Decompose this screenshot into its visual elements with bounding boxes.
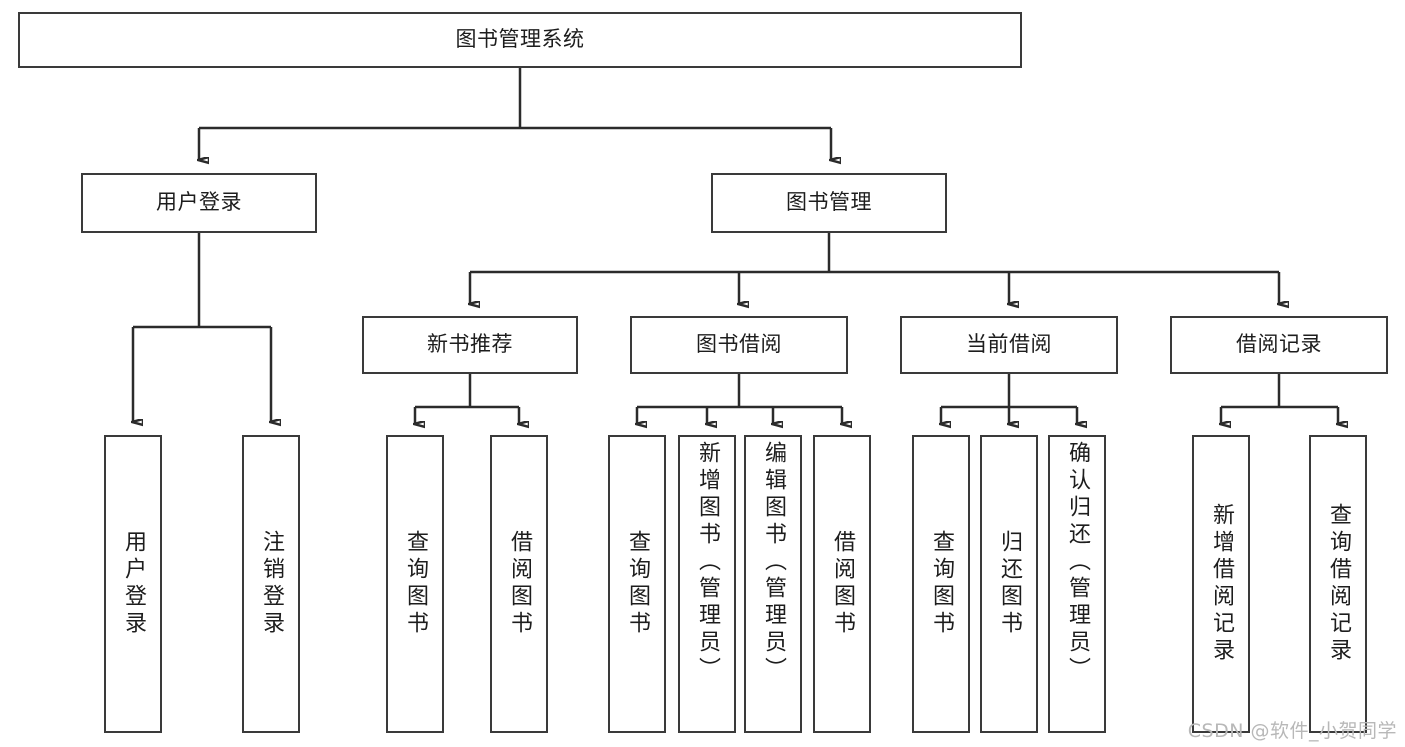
node-book-borrow[interactable]: 图书借阅 xyxy=(630,316,848,374)
leaf-edit-book-label: 编辑图书（管理员） xyxy=(761,441,786,684)
leaf-query-book-2-label: 查询图书 xyxy=(625,530,650,638)
node-book-manage[interactable]: 图书管理 xyxy=(711,173,947,233)
node-root[interactable]: 图书管理系统 xyxy=(18,12,1022,68)
leaf-add-record-label: 新增借阅记录 xyxy=(1209,503,1234,665)
leaf-borrow-book-2[interactable]: 借阅图书 xyxy=(813,435,871,733)
leaf-query-book-1[interactable]: 查询图书 xyxy=(386,435,444,733)
leaf-user-login-label: 用户登录 xyxy=(121,530,146,638)
edge-userlogin-to-leaves xyxy=(133,233,271,422)
node-current-borrow[interactable]: 当前借阅 xyxy=(900,316,1118,374)
node-current-borrow-label: 当前借阅 xyxy=(966,332,1052,357)
leaf-query-book-2[interactable]: 查询图书 xyxy=(608,435,666,733)
edge-root-to-level2 xyxy=(199,67,831,160)
node-borrow-record[interactable]: 借阅记录 xyxy=(1170,316,1388,374)
leaf-query-record-label: 查询借阅记录 xyxy=(1326,503,1351,665)
leaf-add-book[interactable]: 新增图书（管理员） xyxy=(678,435,736,733)
edge-bookmanage-to-level3 xyxy=(470,233,1279,304)
leaf-confirm-return-label: 确认归还（管理员） xyxy=(1065,441,1090,684)
node-root-label: 图书管理系统 xyxy=(455,27,585,52)
node-new-book-recommend-label: 新书推荐 xyxy=(427,332,513,357)
leaf-add-book-label: 新增图书（管理员） xyxy=(695,441,720,684)
leaf-logout-label: 注销登录 xyxy=(259,530,284,638)
edge-newbook-to-leaves xyxy=(415,374,519,424)
node-user-login-label: 用户登录 xyxy=(156,190,242,215)
leaf-add-record[interactable]: 新增借阅记录 xyxy=(1192,435,1250,733)
edge-currentborrow-to-leaves xyxy=(941,374,1077,424)
node-borrow-record-label: 借阅记录 xyxy=(1236,332,1322,357)
leaf-user-login[interactable]: 用户登录 xyxy=(104,435,162,733)
leaf-edit-book[interactable]: 编辑图书（管理员） xyxy=(744,435,802,733)
leaf-return-book[interactable]: 归还图书 xyxy=(980,435,1038,733)
leaf-logout[interactable]: 注销登录 xyxy=(242,435,300,733)
node-book-manage-label: 图书管理 xyxy=(786,190,872,215)
node-user-login[interactable]: 用户登录 xyxy=(81,173,317,233)
leaf-return-book-label: 归还图书 xyxy=(997,530,1022,638)
leaf-query-book-1-label: 查询图书 xyxy=(403,530,428,638)
leaf-query-book-3-label: 查询图书 xyxy=(929,530,954,638)
watermark-text: CSDN @软件_小贺同学 xyxy=(1187,720,1397,742)
leaf-query-book-3[interactable]: 查询图书 xyxy=(912,435,970,733)
node-book-borrow-label: 图书借阅 xyxy=(696,332,782,357)
leaf-confirm-return[interactable]: 确认归还（管理员） xyxy=(1048,435,1106,733)
node-new-book-recommend[interactable]: 新书推荐 xyxy=(362,316,578,374)
edge-bookborrow-to-leaves xyxy=(637,374,842,424)
leaf-borrow-book-2-label: 借阅图书 xyxy=(830,530,855,638)
leaf-borrow-book-1-label: 借阅图书 xyxy=(507,530,532,638)
leaf-borrow-book-1[interactable]: 借阅图书 xyxy=(490,435,548,733)
edge-borrowrecord-to-leaves xyxy=(1221,374,1338,424)
leaf-query-record[interactable]: 查询借阅记录 xyxy=(1309,435,1367,733)
